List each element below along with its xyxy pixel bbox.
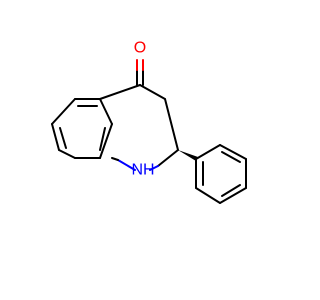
phenyl-ring [195,144,247,204]
bond-c4a-c4a [99,98,113,125]
bond-inner-2 [59,127,67,149]
carbonyl-group [136,59,144,86]
oxygen-atom-label: O [134,40,146,57]
structure-canvas: O NH [51,40,247,204]
bond-c4-c3 [139,84,166,100]
bond-c8a-c4a [99,123,113,159]
wedge-bond [178,150,198,161]
bond-c6-c7 [51,123,60,151]
nitrogen-atom-label: NH [131,162,154,179]
bond-inner-3 [99,127,106,151]
molecule-diagram: O NH [51,40,247,204]
bond-ph-1 [195,144,221,160]
bond-ph-inner-1 [221,151,241,163]
bond-c4a-c4 [99,84,141,100]
bond-c3-c2 [164,98,179,151]
bond-n1-c8a-black [111,157,119,161]
bond-c5-c6 [51,98,76,125]
bond-ph-4 [219,187,247,204]
bond-ph-2 [219,144,247,160]
bond-ph-5 [195,187,221,204]
bond-c7-c8 [58,149,76,159]
bond-n1-c8a [117,159,136,171]
bond-c2-n1 [149,165,159,171]
heterocycle-ring [99,84,179,171]
bond-ph-inner-2 [221,184,241,197]
benzo-ring [51,98,113,159]
bond-c2-n1-right [157,149,179,167]
